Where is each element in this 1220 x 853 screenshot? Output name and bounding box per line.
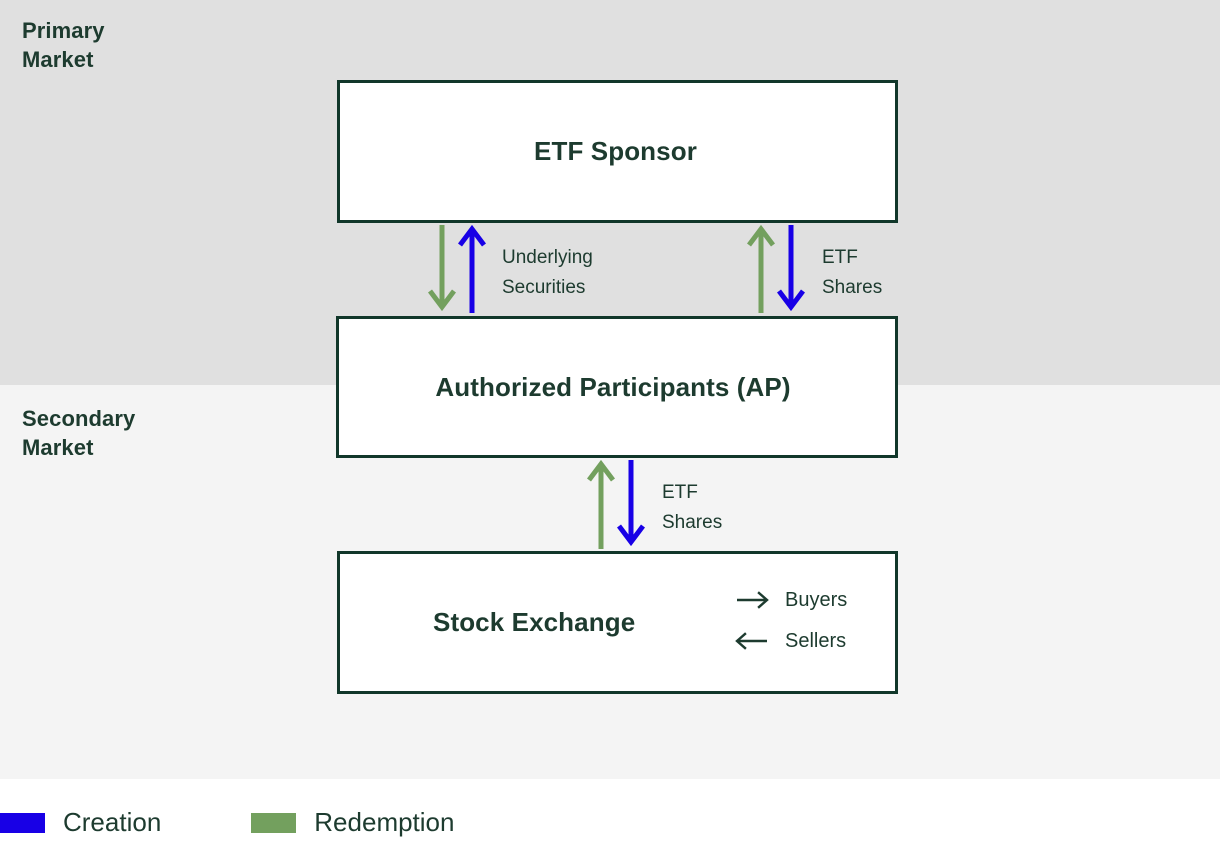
secondary-market-label: Secondary Market	[22, 406, 136, 460]
legend-label-redemption: Redemption	[314, 807, 455, 837]
stock-exchange-box: Stock Exchange	[337, 551, 898, 694]
flow-caption-etf-shares-primary: ETF Shares	[822, 247, 883, 298]
authorized-participants-title: Authorized Participants (AP)	[435, 371, 791, 402]
arrow-left-icon	[735, 632, 767, 650]
legend-item-creation: Creation	[0, 806, 161, 839]
legend-item-redemption: Redemption	[251, 806, 454, 839]
flow-caption-etf-shares-secondary: ETF Shares	[662, 482, 723, 533]
legend: Creation Redemption	[0, 806, 454, 839]
trader-label-sellers: Sellers	[785, 629, 847, 652]
legend-label-creation: Creation	[63, 807, 162, 837]
trader-row-buyers: Buyers	[735, 588, 847, 612]
stock-exchange-title: Stock Exchange	[433, 607, 636, 637]
legend-swatch-creation	[0, 812, 45, 833]
flow-caption-underlying-securities: Underlying Securities	[502, 247, 593, 298]
primary-market-label: Primary Market	[22, 18, 105, 72]
trader-label-buyers: Buyers	[785, 588, 848, 611]
etf-sponsor-title: ETF Sponsor	[534, 136, 697, 166]
authorized-participants-box: Authorized Participants (AP)	[336, 316, 898, 458]
legend-swatch-redemption	[251, 812, 297, 833]
arrow-right-icon	[737, 591, 769, 609]
trader-row-sellers: Sellers	[735, 629, 847, 653]
etf-sponsor-box: ETF Sponsor	[337, 80, 898, 223]
trader-list: Buyers Sellers	[735, 588, 847, 653]
